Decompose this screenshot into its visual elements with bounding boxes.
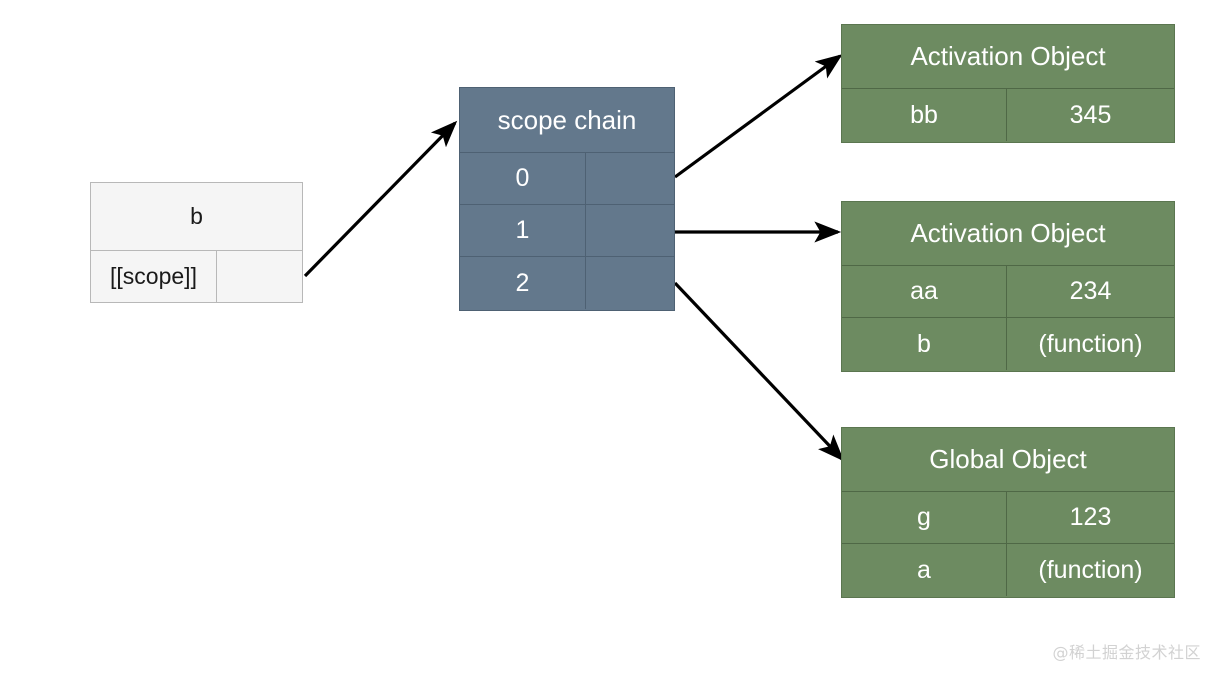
object-box-2-row-0: g 123 <box>842 492 1174 544</box>
function-box-scope-key: [[scope]] <box>91 251 217 302</box>
object-box-0: Activation Object bb 345 <box>841 24 1175 143</box>
scope-chain-row-2: 2 <box>460 257 674 309</box>
object-box-0-header: Activation Object <box>842 25 1174 89</box>
scope-chain-value-1 <box>586 205 674 256</box>
object-box-1-row-1: b (function) <box>842 318 1174 370</box>
object-box-2: Global Object g 123 a (function) <box>841 427 1175 598</box>
object-box-0-row-0: bb 345 <box>842 89 1174 141</box>
object-box-1-value-1: (function) <box>1038 329 1143 358</box>
object-box-1-header: Activation Object <box>842 202 1174 266</box>
watermark: @稀土掘金技术社区 <box>1052 643 1201 662</box>
object-box-1-key-0: aa <box>842 266 1007 317</box>
object-box-0-value-0: 345 <box>1069 100 1112 129</box>
scope-chain-header: scope chain <box>460 88 674 153</box>
scope-chain-value-2 <box>586 257 674 309</box>
function-box-scope-value <box>217 251 302 302</box>
object-box-1-row-0: aa 234 <box>842 266 1174 318</box>
function-box-row: [[scope]] <box>91 251 302 302</box>
scope-chain-index-2: 2 <box>460 257 586 309</box>
object-box-1: Activation Object aa 234 b (function) <box>841 201 1175 372</box>
arrow-scope-to-chain <box>303 120 458 278</box>
object-box-1-key-1: b <box>842 318 1007 370</box>
scope-chain-row-0: 0 <box>460 153 674 205</box>
arrow-chain-0-to-activation-1 <box>674 54 843 179</box>
function-box-header: b <box>91 183 302 251</box>
object-box-0-key-0: bb <box>842 89 1007 141</box>
object-box-1-value-0: 234 <box>1069 277 1112 305</box>
scope-chain-index-1: 1 <box>460 205 586 256</box>
object-box-2-key-1: a <box>842 544 1007 596</box>
arrow-chain-2-to-global <box>673 281 845 462</box>
scope-chain-row-1: 1 <box>460 205 674 257</box>
object-box-2-key-0: g <box>842 492 1007 543</box>
scope-chain-value-0 <box>586 153 674 204</box>
object-box-2-value-1: (function) <box>1038 555 1143 584</box>
object-box-2-value-0: 123 <box>1069 503 1112 531</box>
object-box-2-header: Global Object <box>842 428 1174 492</box>
scope-chain-index-0: 0 <box>460 153 586 204</box>
object-box-2-row-1: a (function) <box>842 544 1174 596</box>
scope-chain-box: scope chain 0 1 2 <box>459 87 675 311</box>
function-box: b [[scope]] <box>90 182 303 303</box>
